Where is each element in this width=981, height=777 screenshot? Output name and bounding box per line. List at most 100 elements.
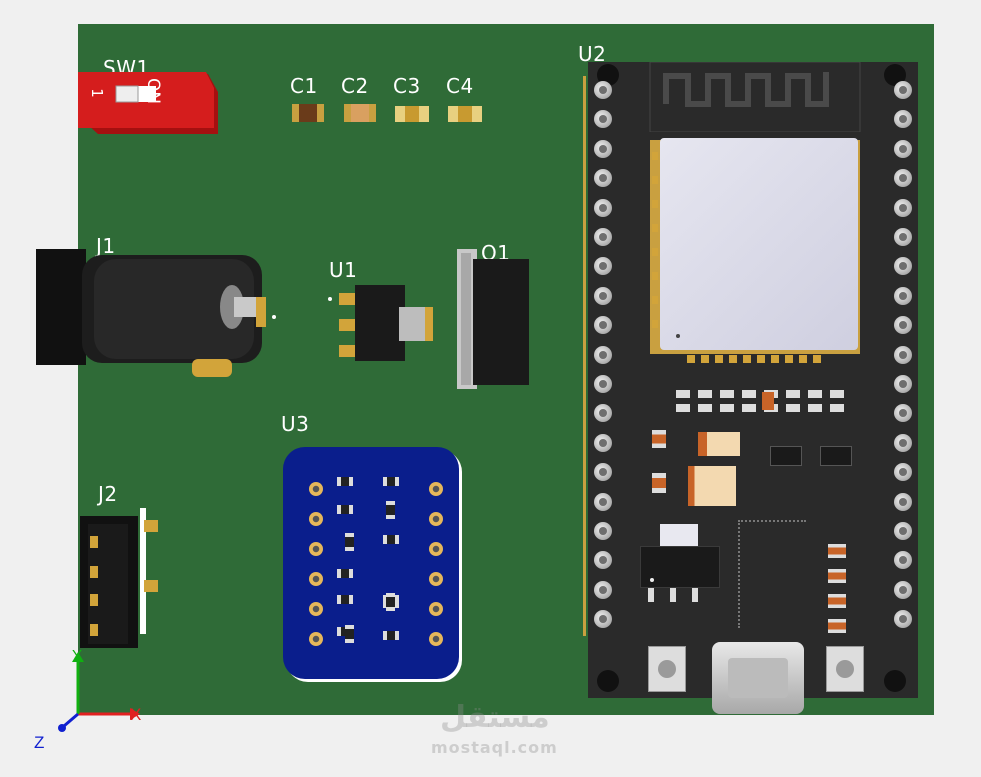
c1-capacitor[interactable]: [292, 104, 324, 122]
sw1-on-text: ON: [143, 78, 163, 105]
shield-bottom-pad: [757, 355, 765, 363]
u3-pad: [429, 512, 443, 526]
u2-left-pin: [594, 610, 612, 629]
axis-z-label: Z: [34, 733, 45, 752]
u2-resistor-bottom: [786, 404, 800, 412]
u3-smd-horizontal: [337, 569, 353, 578]
u2-right-pin: [894, 110, 912, 129]
boot-button[interactable]: [648, 646, 686, 692]
shield-bottom-pad: [785, 355, 793, 363]
rf-shield-can: [660, 138, 858, 350]
u3-pad: [309, 482, 323, 496]
u2-right-pin: [894, 522, 912, 540]
watermark-arabic: مستقل: [440, 700, 550, 735]
u2-right-pin: [894, 492, 912, 511]
shield-side-pad: [652, 200, 658, 208]
u3-smd-vertical: [386, 501, 395, 519]
u2-left-pin: [594, 198, 612, 217]
u2-left-pin: [594, 551, 612, 570]
u2-ldo-dot: [650, 578, 654, 582]
u2-resistor-bottom: [720, 404, 734, 412]
u3-pad: [309, 542, 323, 556]
u2-right-pin: [894, 610, 912, 629]
reset-button[interactable]: [826, 646, 864, 692]
j2-pin-header[interactable]: [76, 506, 166, 650]
shield-side-pad: [652, 224, 658, 232]
j1-barrel-jack[interactable]: [34, 245, 274, 385]
u2-right-pin: [894, 139, 912, 158]
u3-pad: [309, 512, 323, 526]
shield-side-pad: [652, 272, 658, 280]
antenna-trace: [649, 62, 861, 132]
u2-right-pin: [894, 463, 912, 482]
u2-led: [762, 392, 774, 410]
u2-right-pin: [894, 257, 912, 276]
u2-reg-tab: [660, 524, 698, 546]
c2-capacitor[interactable]: [344, 104, 376, 122]
u2-right-pin: [894, 198, 912, 217]
shield-bottom-pad: [687, 355, 695, 363]
c2-label: C2: [341, 74, 369, 98]
u3-smd-horizontal: [337, 505, 353, 514]
shield-bottom-pad: [715, 355, 723, 363]
u2-left-pin: [594, 316, 612, 335]
u3-label: U3: [281, 412, 310, 436]
u2-usb-chip-outline: [738, 520, 806, 628]
mount-hole-tl: [597, 64, 619, 86]
u2-left-pin: [594, 404, 612, 423]
u2-edge-strip: [583, 76, 586, 636]
u2-sot-a: [770, 446, 802, 466]
u3-smd-vertical: [386, 593, 395, 611]
shield-side-pad: [652, 320, 658, 328]
u2-left-pin: [594, 522, 612, 540]
u2-right-pin: [894, 81, 912, 99]
u2-ldo-leg: [692, 588, 698, 602]
u2-resistor-bottom: [742, 404, 756, 412]
u2-right-pin: [894, 580, 912, 599]
shield-side-pad: [652, 176, 658, 184]
u2-resistor-bottom: [830, 404, 844, 412]
watermark-url: mostaql.com: [431, 738, 558, 757]
u3-pad: [429, 572, 443, 586]
c4-label: C4: [446, 74, 474, 98]
q1-transistor[interactable]: [457, 245, 535, 393]
u1-voltage-regulator[interactable]: [325, 285, 435, 365]
u2-right-pin: [894, 228, 912, 246]
u2-resistor-col: [828, 569, 846, 583]
u2-left-pin: [594, 81, 612, 99]
u3-smd-vertical: [345, 533, 354, 551]
u2-resistor-bottom: [676, 404, 690, 412]
c3-label: C3: [393, 74, 421, 98]
sw1-dip-switch[interactable]: [76, 68, 221, 134]
u2-diode-b: [688, 466, 736, 506]
c3-capacitor[interactable]: [395, 106, 429, 122]
u2-left-pin: [594, 169, 612, 188]
shield-bottom-pad: [799, 355, 807, 363]
shield-bottom-pad: [813, 355, 821, 363]
u2-right-pin: [894, 375, 912, 393]
u2-resistor-col: [828, 594, 846, 608]
axis-y-label: Y: [72, 647, 83, 664]
u2-left-pin: [594, 110, 612, 129]
u2-resistor-top: [742, 390, 756, 398]
u2-left-pin: [594, 580, 612, 599]
u3-smd-horizontal: [337, 595, 353, 604]
mount-hole-bl: [597, 670, 619, 692]
j1-label: J1: [96, 234, 116, 258]
j1-pin1-dot: [272, 315, 276, 319]
u2-right-pin: [894, 433, 912, 452]
u3-components: [283, 447, 459, 679]
c4-capacitor[interactable]: [448, 106, 482, 122]
u2-resistor-top: [786, 390, 800, 398]
u2-ldo-leg: [670, 588, 676, 602]
shield-bottom-pad: [701, 355, 709, 363]
q1-label: Q1: [481, 241, 511, 265]
u2-resistor-top: [698, 390, 712, 398]
u2-resistor-top: [830, 390, 844, 398]
u2-right-pin: [894, 404, 912, 423]
u3-pad: [429, 632, 443, 646]
u2-diode-a: [698, 432, 740, 456]
u2-right-pin: [894, 316, 912, 335]
u2-right-pin: [894, 345, 912, 364]
